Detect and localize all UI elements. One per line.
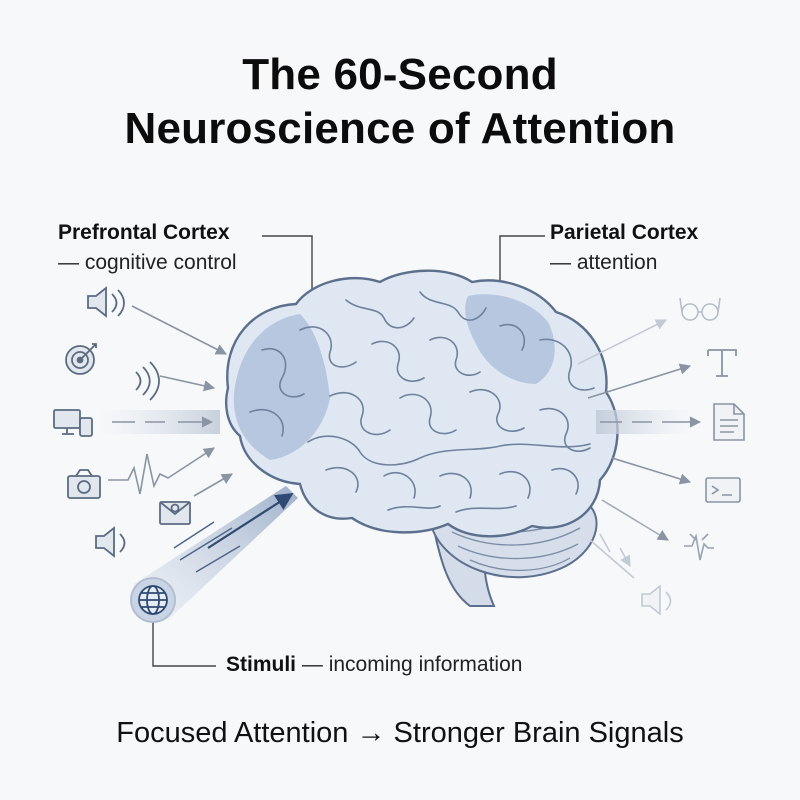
speaker-icon (641, 584, 672, 616)
title-line-2: Neuroscience of Attention (124, 104, 676, 153)
stimuli-label: Stimuli — incoming information (226, 650, 522, 680)
document-icon (713, 403, 745, 441)
parietal-cortex-label: Parietal Cortex — attention (550, 218, 698, 278)
prefrontal-cortex-desc: — cognitive control (58, 251, 237, 274)
brain-folds (249, 291, 595, 513)
brain-illustration (225, 269, 619, 607)
outgoing-arrows (577, 319, 700, 579)
arrow-line (611, 457, 692, 485)
devices-icon (53, 409, 93, 437)
focus-beam (134, 486, 298, 620)
arrow-line (159, 375, 216, 392)
email-icon (159, 501, 191, 525)
stimuli-name: Stimuli (226, 653, 297, 676)
incoming-arrows (95, 305, 233, 497)
ecg-icon (684, 533, 714, 561)
globe-icon[interactable] (130, 577, 176, 623)
glasses-icon (679, 297, 721, 321)
parietal-cortex-desc: — attention (550, 251, 658, 274)
arrow-line (601, 499, 669, 541)
ecg-wave (108, 447, 215, 495)
footer-caption: Focused Attention → Stronger Brain Signa… (116, 717, 684, 749)
arrow-line (589, 533, 634, 579)
prefrontal-region (233, 314, 330, 460)
target-icon (65, 343, 97, 375)
title-line-1: The 60-Second (242, 50, 558, 99)
stimuli-desc: — incoming information (301, 653, 523, 676)
wave-icon (135, 361, 160, 401)
prefrontal-cortex-name: Prefrontal Cortex (58, 221, 230, 244)
parietal-cortex-name: Parietal Cortex (550, 221, 699, 244)
speaker-icon (87, 286, 125, 318)
prefrontal-cortex-label: Prefrontal Cortex — cognitive control (58, 218, 237, 278)
arrow-line (577, 319, 668, 365)
parietal-region (465, 294, 555, 384)
page-title: The 60-Second Neuroscience of Attention (0, 48, 800, 156)
arrow-line (193, 473, 233, 497)
arrow-line (131, 305, 227, 355)
terminal-icon (705, 477, 741, 503)
camera-icon (67, 469, 101, 499)
arrow-line (587, 363, 692, 399)
speaker-icon (95, 526, 126, 558)
text-icon (707, 349, 737, 377)
